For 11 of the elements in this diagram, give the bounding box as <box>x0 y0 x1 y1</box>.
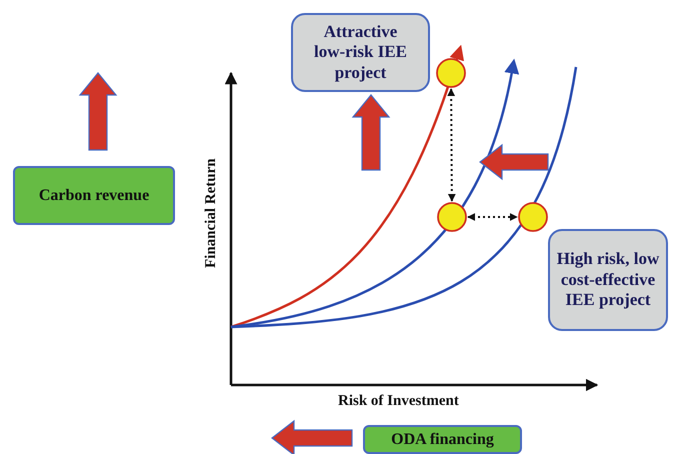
callout-box: High risk, low cost-effective IEE project <box>548 229 668 331</box>
point-marker <box>436 58 466 88</box>
axis-label: Financial Return <box>203 158 220 268</box>
point-marker <box>518 202 548 232</box>
label-box: Carbon revenue <box>13 166 175 225</box>
double-arrow <box>447 88 456 202</box>
point-marker <box>437 202 467 232</box>
axis-label: Risk of Investment <box>338 393 459 410</box>
double-arrow <box>467 213 518 221</box>
callout-box: Attractive low-risk IEE project <box>291 13 430 92</box>
label-box: ODA financing <box>363 425 522 454</box>
